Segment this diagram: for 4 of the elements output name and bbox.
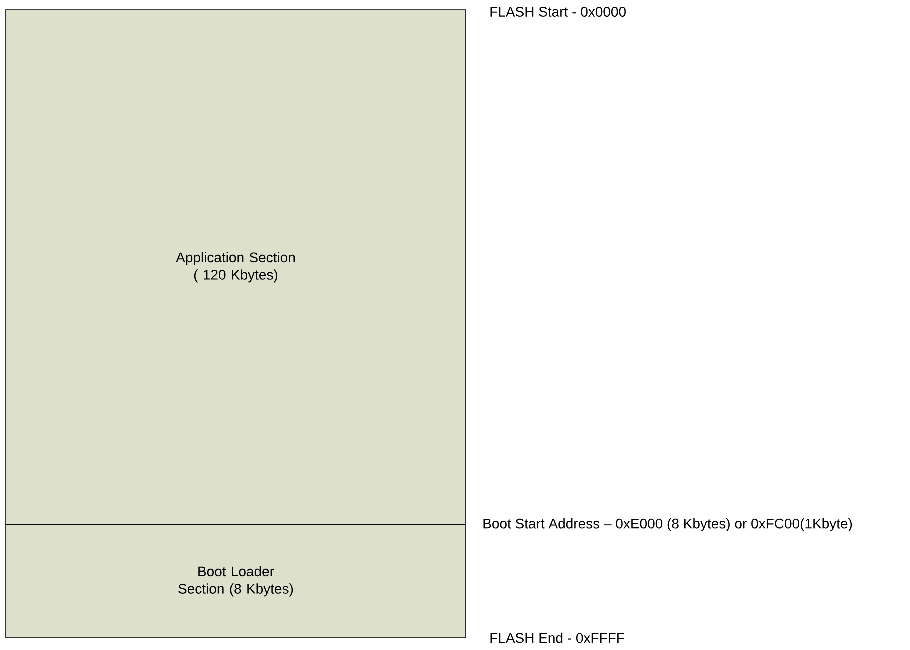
address-label: FLASH Start - 0x0000 (490, 7, 626, 17)
memory-section: Boot Loader Section (8 Kbytes) (6, 524, 466, 638)
address-label: FLASH End - 0xFFFF (490, 632, 624, 644)
address-label: Boot Start Address – 0xE000 (8 Kbytes) or 0xFC00(1Kbyte) (484, 518, 852, 532)
